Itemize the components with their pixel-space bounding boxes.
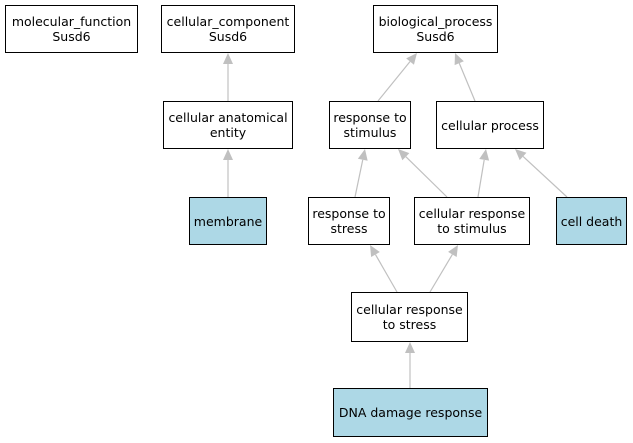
node-cellular-anatomical-entity[interactable]: cellular anatomical entity [163,101,293,149]
node-molecular-function[interactable]: molecular_function Susd6 [5,5,138,53]
edge-crts-to-rts [405,156,448,198]
node-dna-damage-response[interactable]: DNA damage response [333,388,488,437]
edge-cp-to-bp [458,62,476,102]
arrowhead-crts-to-rts [398,149,410,161]
edge-crtst-to-crts [429,254,453,293]
arrowhead-crtst-to-crts [448,245,458,258]
arrowhead-mem-to-cae [223,149,233,160]
arrowhead-rtstr-to-rts [357,149,368,161]
edge-rts-to-bp [377,61,411,102]
edge-crts-to-cp [477,159,485,198]
node-biological-process[interactable]: biological_process Susd6 [373,5,498,53]
node-cellular-process[interactable]: cellular process [436,101,544,149]
arrowhead-cp-to-bp [454,53,464,66]
node-response-to-stress[interactable]: response to stress [308,197,390,245]
arrowhead-ddr-to-crtst [405,342,415,353]
node-response-to-stimulus[interactable]: response to stimulus [329,101,411,149]
arrowhead-cd-to-cp [515,149,527,161]
node-cell-death[interactable]: cell death [556,197,627,245]
arrowhead-rts-to-bp [406,53,417,65]
node-membrane[interactable]: membrane [189,197,267,245]
node-cellular-component[interactable]: cellular_component Susd6 [161,5,295,53]
arrowhead-crts-to-cp [479,149,490,161]
node-cellular-response-to-stress[interactable]: cellular response to stress [351,292,468,342]
edge-rtstr-to-rts [354,159,364,198]
node-cellular-response-to-stimulus[interactable]: cellular response to stimulus [414,197,530,245]
arrowhead-crtst-to-rtstr [370,245,380,258]
edge-cd-to-cp [522,156,568,198]
arrowhead-cae-to-cc [223,53,233,64]
edge-crtst-to-rtstr [374,254,398,293]
